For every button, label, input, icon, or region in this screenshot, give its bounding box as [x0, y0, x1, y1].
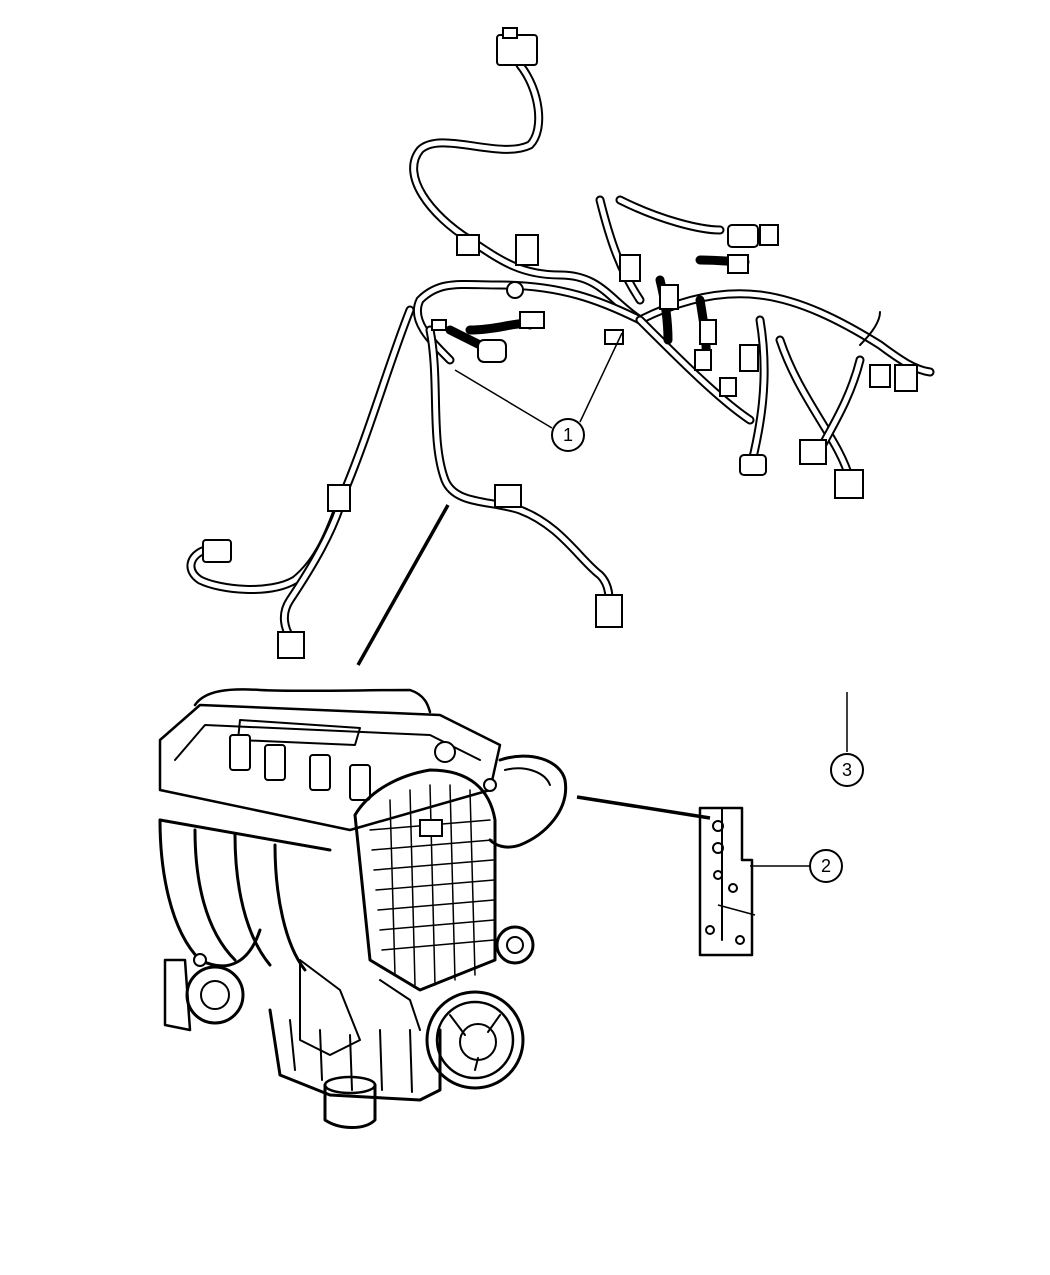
callout-2[interactable]: 2 — [750, 849, 843, 883]
callout-1-label: 1 — [563, 425, 573, 445]
callout-2-label: 2 — [821, 856, 831, 876]
callout-3[interactable]: 3 — [830, 692, 864, 787]
harness-bracket[interactable] — [698, 806, 756, 957]
callout-1-leader-b — [579, 332, 623, 423]
callout-1-leader — [454, 369, 553, 429]
callout-1[interactable]: 1 — [454, 332, 623, 452]
engine-assembly — [158, 688, 568, 1129]
wiring-harness[interactable] — [186, 27, 935, 659]
harness-to-engine-leader — [356, 504, 450, 666]
callout-3-label: 3 — [842, 760, 852, 780]
bracket-to-engine-leader — [576, 795, 711, 820]
